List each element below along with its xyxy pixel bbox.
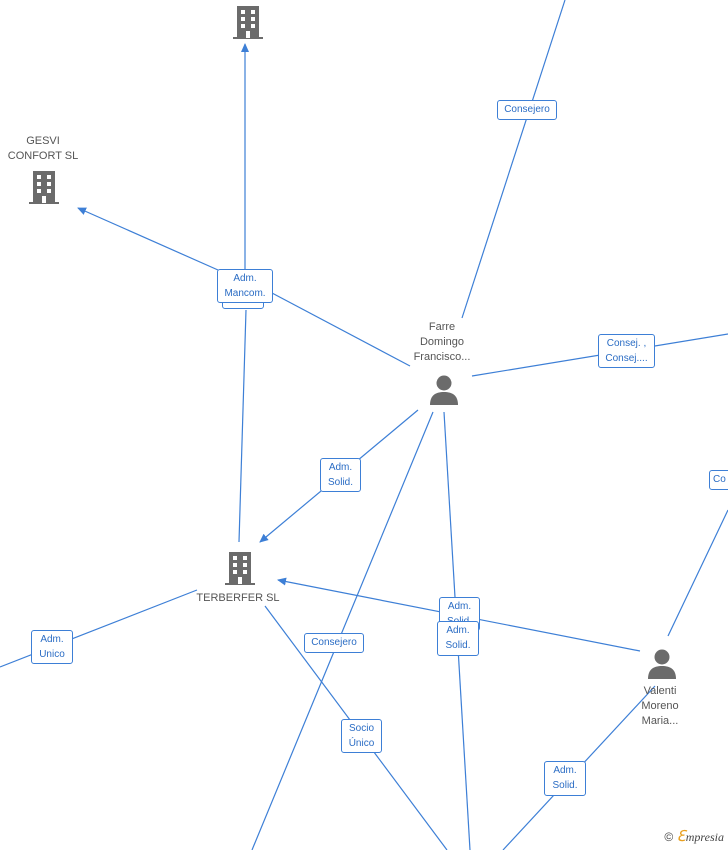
edge-label-adm-solid[interactable]: Adm. Solid. — [437, 621, 479, 656]
node-label-terberfer[interactable]: TERBERFER SL — [196, 592, 280, 604]
edge-line — [77, 207, 219, 271]
building-icon[interactable] — [224, 551, 256, 586]
edge-label-adm-mancom[interactable]: Adm. Mancom. — [217, 269, 273, 303]
building-icon[interactable] — [28, 170, 60, 205]
edge-label-socio-unico[interactable]: Socio Único — [341, 719, 382, 753]
edge-line — [461, 0, 566, 319]
copyright-icon: © — [664, 830, 674, 844]
edge-line — [251, 411, 434, 850]
edge-line — [271, 292, 411, 367]
edge-label-consejero[interactable]: Consejero — [304, 633, 364, 653]
edge-label-adm-solid[interactable]: Adm. Solid. — [320, 458, 361, 492]
edge-label-adm-unico[interactable]: Adm. Unico — [31, 630, 73, 664]
edge-label-consej-consej[interactable]: Consej. , Consej.... — [598, 334, 655, 368]
building-icon[interactable] — [232, 5, 264, 40]
node-label-farre[interactable]: Farre Domingo Francisco... — [413, 321, 471, 363]
edge-label-consejero[interactable]: Consejero — [497, 100, 557, 120]
person-icon[interactable] — [647, 648, 677, 679]
edge-line — [667, 509, 728, 637]
person-icon[interactable] — [429, 374, 459, 405]
node-label-gesvi[interactable]: GESVI CONFORT SL — [7, 135, 79, 162]
edge-line — [238, 309, 247, 543]
brand-letter: ℇ — [676, 829, 686, 845]
edge-label-co[interactable]: Co — [709, 470, 728, 490]
brand-logo: © ℇmpresia — [664, 827, 724, 846]
edge-line — [0, 589, 198, 668]
brand-name: mpresia — [685, 830, 724, 844]
edge-label-adm-solid[interactable]: Adm. Solid. — [544, 761, 586, 796]
node-label-valenti[interactable]: Valenti Moreno Maria... — [641, 685, 679, 727]
